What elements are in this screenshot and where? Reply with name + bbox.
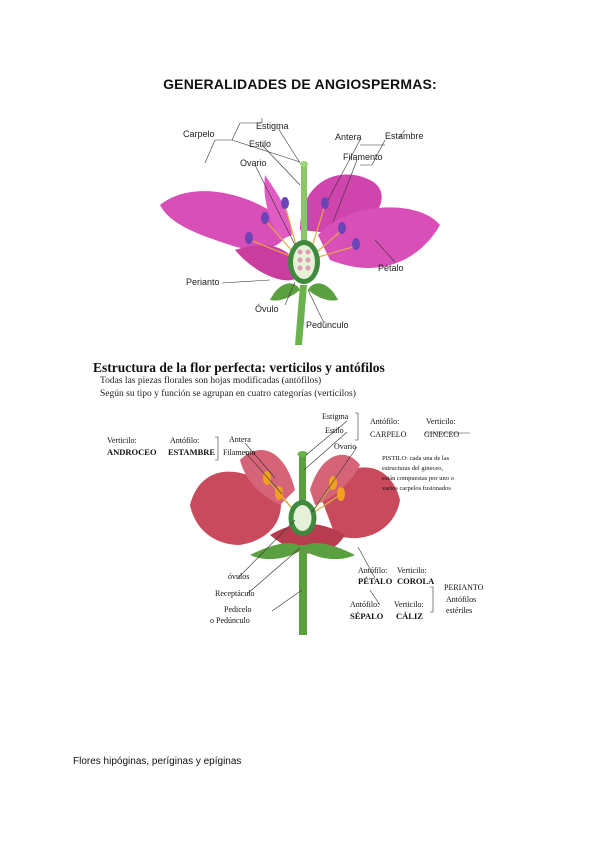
pistilo-note-4: varios carpelos fusionados bbox=[382, 485, 451, 492]
label-androceo: ANDROCEO bbox=[107, 447, 157, 457]
label-filamento-2: Filamento bbox=[223, 448, 255, 457]
svg-text:Verticilo:: Verticilo: bbox=[397, 566, 427, 575]
figure2-line2: Según su tipo y función se agrupan en cu… bbox=[100, 389, 356, 399]
label-esteriles: estériles bbox=[446, 606, 472, 615]
label-ovulo: Óvulo bbox=[255, 304, 279, 314]
label-filamento: Filamento bbox=[343, 152, 383, 162]
label-estilo: Estilo bbox=[249, 139, 271, 149]
label-petalo: Pétalo bbox=[378, 263, 404, 273]
label-antera: Antera bbox=[335, 132, 362, 142]
svg-text:Verticilo:: Verticilo: bbox=[394, 600, 424, 609]
svg-text:Antófilo:: Antófilo: bbox=[350, 600, 379, 609]
ovules bbox=[297, 249, 311, 271]
label-corola: COROLA bbox=[397, 576, 435, 586]
label-pedunculo: Pedúnculo bbox=[306, 320, 349, 330]
anthers-2 bbox=[263, 471, 345, 501]
style bbox=[301, 165, 307, 245]
stem bbox=[295, 285, 307, 345]
stem-2 bbox=[299, 545, 307, 635]
stigma bbox=[300, 161, 308, 167]
petal-back bbox=[264, 175, 292, 240]
label-carpelo: Carpelo bbox=[183, 129, 215, 139]
label-estilo-2: Estilo bbox=[325, 426, 344, 435]
svg-text:Antófilo:: Antófilo: bbox=[370, 417, 399, 426]
label-estigma-2: Estigma bbox=[322, 412, 349, 421]
label-estigma: Estigma bbox=[256, 121, 289, 131]
page-title: GENERALIDADES DE ANGIOSPERMAS: bbox=[163, 76, 437, 92]
petal-right bbox=[318, 207, 440, 268]
label-receptaculo: Receptáculo bbox=[215, 589, 255, 598]
petal-left bbox=[160, 191, 290, 250]
figure2-line1: Todas las piezas florales son hojas modi… bbox=[100, 376, 322, 386]
label-petalo-2: PÉTALO bbox=[358, 576, 393, 586]
label-perianto-2: PERIANTO bbox=[444, 583, 484, 592]
label-ovario-2: Ovario bbox=[334, 442, 356, 451]
svg-text:Verticilo:: Verticilo: bbox=[107, 436, 137, 445]
label-gineceo: GINECEO bbox=[424, 430, 459, 439]
svg-text:Antófilo:: Antófilo: bbox=[170, 436, 199, 445]
label-estambre: Estambre bbox=[385, 131, 424, 141]
pistilo-note-3: están compuestas por uno o bbox=[382, 475, 454, 482]
label-sepalo: SÉPALO bbox=[350, 611, 384, 621]
svg-text:Antófilo:: Antófilo: bbox=[358, 566, 387, 575]
label-carpelo-2: CARPELO bbox=[370, 430, 407, 439]
label-ovario: Ovario bbox=[240, 158, 267, 168]
label-pedunculo-2: o Pedúnculo bbox=[210, 616, 250, 625]
label-ovulos: óvulos bbox=[228, 572, 249, 581]
svg-text:Verticilo:: Verticilo: bbox=[426, 417, 456, 426]
style-2 bbox=[299, 455, 306, 515]
label-antera-2: Antera bbox=[229, 435, 251, 444]
pistilo-note-1: PISTILO: cada una de las bbox=[382, 455, 450, 462]
pistilo-note-2: estructuras del gineceo, bbox=[382, 465, 444, 472]
label-pedicelo: Pedicelo bbox=[224, 605, 252, 614]
label-estambre-2: ESTAMBRE bbox=[168, 447, 215, 457]
anthers bbox=[245, 197, 360, 250]
label-antofilos: Antófilos bbox=[446, 595, 476, 604]
label-perianto: Perianto bbox=[186, 277, 220, 287]
figure2-heading: Estructura de la flor perfecta: verticil… bbox=[93, 360, 385, 375]
label-caliz: CÁLIZ bbox=[396, 611, 423, 621]
footer-caption: Flores hipóginas, períginas y epíginas bbox=[73, 756, 242, 767]
